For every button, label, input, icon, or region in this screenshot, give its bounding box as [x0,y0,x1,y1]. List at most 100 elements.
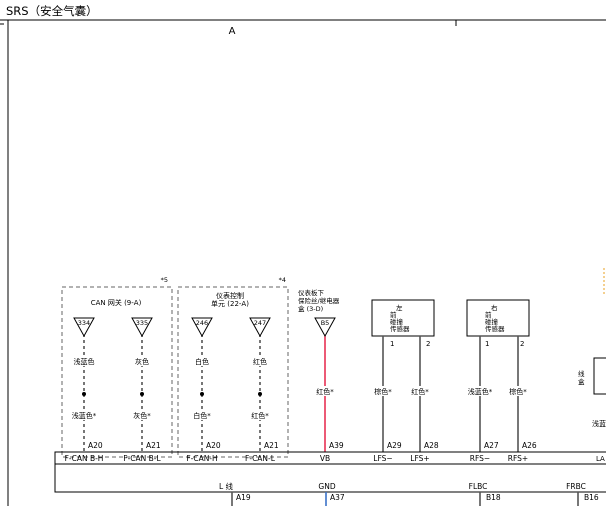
partial-signal-label: LA [596,455,605,463]
dash-relay-label-line2: 保险丝/继电器 [298,296,340,305]
splice-dot [82,392,86,396]
right-front-sensor-label-4: 传感器 [485,324,505,333]
bottom-signal-name: FLBC [469,482,488,491]
wire-color-label-top: 浅蓝色 [74,357,95,366]
lfs-pin-2: 2 [426,340,430,348]
label-backdrop [310,386,340,396]
lfs-pin-1: 1 [390,340,394,348]
can-gateway-note: *5 [161,276,168,284]
wire-color-label-bottom: 白色* [193,411,211,420]
signal-name: F-CAN B-H [65,454,104,463]
label-backdrop [368,386,398,396]
label-backdrop [128,356,156,366]
cavity-number: A39 [329,441,344,450]
wire-color-label-bottom: 灰色* [133,411,151,420]
wire-color-label-bottom: 棕色* [509,387,527,396]
splice-dot [200,392,204,396]
can-gateway-label: CAN 网关 (9-A) [91,298,142,307]
label-backdrop [245,410,275,420]
left-front-sensor-label-4: 传感器 [390,324,410,333]
signal-name: LFS− [373,454,392,463]
left-front-sensor-label-1: 左 [396,303,403,312]
label-backdrop [503,386,533,396]
wire-color-label-bottom: 棕色* [374,387,392,396]
zone-label: A [229,26,236,37]
bottom-cavity-number: B16 [584,493,599,502]
cavity-number: A29 [387,441,402,450]
bottom-signal-name: FRBC [566,482,586,491]
wire-color-label-bottom: 浅蓝色* [468,387,493,396]
signal-name: RFS− [470,454,490,463]
wire-color-label-bottom: 浅蓝色* [72,411,97,420]
cavity-number: A20 [206,441,221,450]
right-front-sensor-label-2: 前 [485,310,492,319]
connector-terminal-triangle [73,317,95,338]
dash-relay-label-line3: 盒 (3-D) [298,304,323,313]
right-front-sensor-label-3: 碰撞 [485,317,499,326]
meter-control-label-line1: 仪表控制 [216,291,244,300]
meter-control-box [177,286,289,458]
meter-control-label-line2: 单元 (22-A) [211,299,249,308]
signal-name: VB [320,454,330,463]
label-backdrop [405,386,435,396]
partial-component-box [593,357,606,395]
partial-label-2: 盒 [578,377,585,386]
connector-terminal-triangle [249,317,271,338]
right-front-sensor-label-1: 右 [491,303,498,312]
signal-name: F-CAN-L [245,454,276,463]
can-gateway-box [61,286,173,458]
splice-dot [258,392,262,396]
dash-relay-label-line1: 仪表板下 [298,288,325,297]
label-backdrop [465,386,495,396]
label-backdrop [187,410,217,420]
connector-terminal-triangle [314,317,336,338]
cavity-number: A20 [88,441,103,450]
signal-name: F-CAN-H [186,454,217,463]
cavity-number: A27 [484,441,499,450]
rfs-pin-2: 2 [520,340,524,348]
signal-name: LFS+ [410,454,429,463]
cavity-number: A21 [146,441,161,450]
terminal-number: 334 [78,319,90,327]
bottom-cavity-number: A37 [330,493,345,502]
bottom-signal-name: L 线 [219,481,234,491]
wire-color-label-bottom: 红色* [316,387,334,396]
wire-color-label-top: 白色 [195,357,209,366]
label-backdrop [127,410,157,420]
bottom-cavity-number: A19 [236,493,251,502]
label-backdrop [188,356,216,366]
connector-terminal-triangle [131,317,153,338]
label-backdrop [69,410,99,420]
wire-color-label-bottom: 红色* [251,411,269,420]
wire-color-label-bottom: 红色* [411,387,429,396]
wire-color-label-top: 灰色 [135,357,149,366]
left-front-sensor-box [371,299,435,337]
srs-unit-connector [54,451,606,493]
page-title: SRS（安全气囊） [6,4,98,18]
bottom-signal-name: GND [318,482,335,491]
label-backdrop [70,356,98,366]
connector-terminal-triangle [191,317,213,338]
cavity-number: A26 [522,441,537,450]
left-front-sensor-label-2: 前 [390,310,397,319]
partial-label-1: 线 [578,369,585,378]
signal-name: F-CAN B-L [123,454,161,463]
rfs-pin-1: 1 [485,340,489,348]
label-backdrop [246,356,274,366]
terminal-number: 246 [196,319,208,327]
left-front-sensor-label-3: 碰撞 [390,317,404,326]
meter-control-note: *4 [279,276,286,284]
bottom-cavity-number: B18 [486,493,501,502]
wire-color-label-top: 红色 [253,357,267,366]
terminal-number: 247 [254,319,266,327]
right-front-sensor-box [466,299,530,337]
partial-wire-color: 浅蓝 [592,419,606,428]
terminal-number: 335 [136,319,148,327]
cavity-number: A28 [424,441,439,450]
splice-dot [140,392,144,396]
cavity-number: A21 [264,441,279,450]
